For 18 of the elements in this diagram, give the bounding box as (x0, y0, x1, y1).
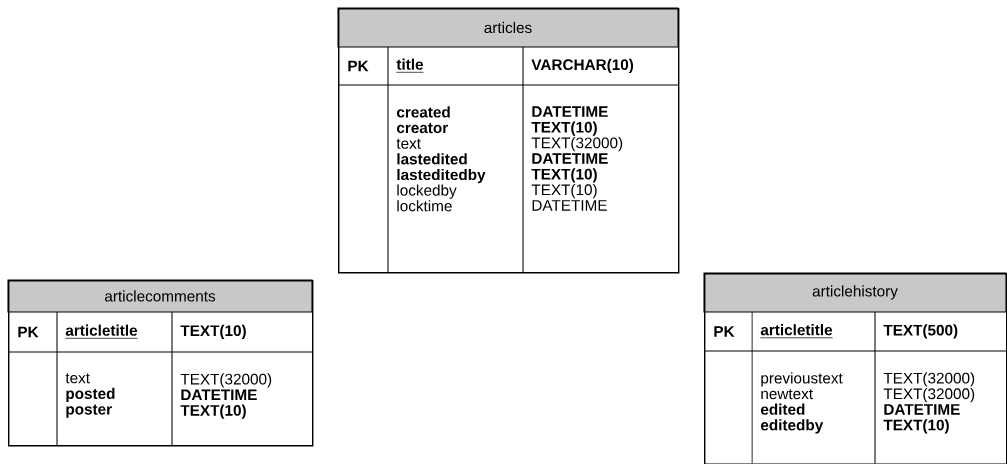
key-label: PK (714, 326, 735, 337)
key-label: PK (18, 326, 39, 338)
field-names: created creator text lastedited lasteditedby lockedby locktime (396, 106, 486, 212)
table-title: articlehistory (703, 272, 1007, 313)
table-title: articles (337, 7, 679, 48)
key-field-type: TEXT(10) (180, 324, 246, 340)
table-title: articlecomments (7, 279, 313, 313)
field-types: TEXT(32000) DATETIME TEXT(10) (180, 373, 272, 419)
key-label: PK (348, 60, 369, 72)
key-field-name: articletitle (760, 324, 833, 339)
key-field-type: VARCHAR(10) (531, 58, 634, 74)
key-field-type: TEXT(500) (883, 324, 958, 339)
key-field-name: title (396, 58, 424, 73)
field-types: DATETIME TEXT(10) TEXT(32000) DATETIME TEXT(10) TEXT(10) DATETIME (531, 106, 623, 211)
field-names: previoustext newtext edited editedby (760, 372, 843, 434)
key-field-name: articletitle (65, 324, 138, 339)
field-names: text posted poster (65, 373, 115, 418)
field-types: TEXT(32000) TEXT(32000) DATETIME TEXT(10) (883, 372, 975, 434)
